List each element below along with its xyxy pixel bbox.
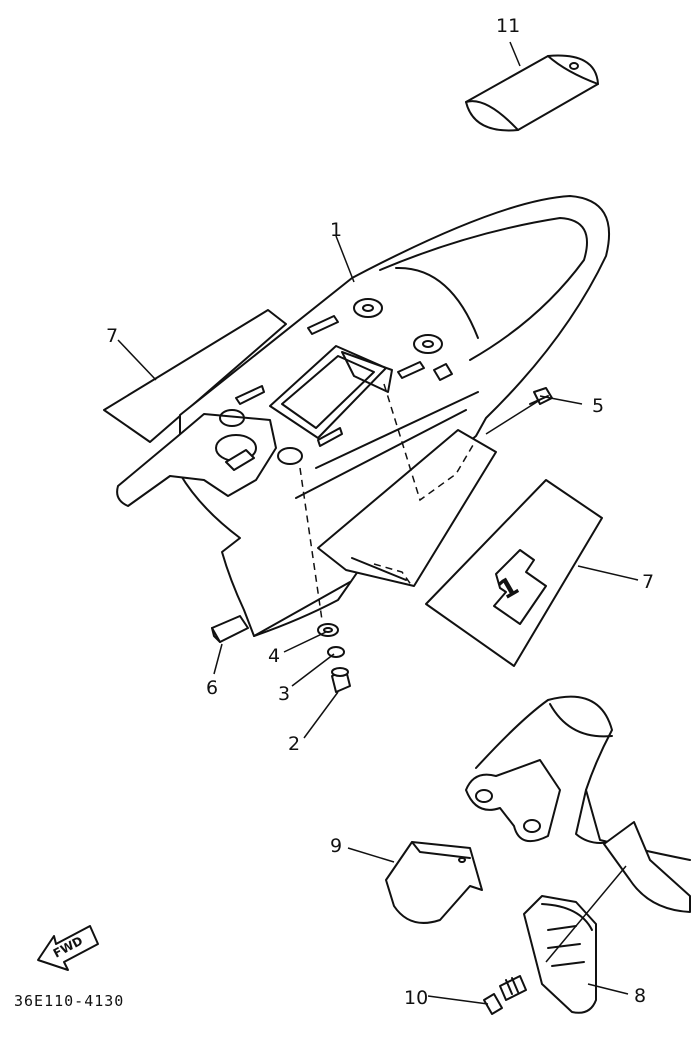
label-part-8: 8 xyxy=(634,985,646,1007)
part-7-left-decal xyxy=(103,309,287,443)
label-part-1: 1 xyxy=(330,219,342,241)
part-labels: 11 1 7 5 7 4 6 3 2 9 8 10 xyxy=(106,15,654,1009)
part-6-clip xyxy=(211,615,249,643)
label-part-9: 9 xyxy=(330,835,342,857)
label-part-3: 3 xyxy=(278,683,290,705)
label-part-5: 5 xyxy=(592,395,604,417)
fwd-arrow-icon: FWD xyxy=(37,925,99,971)
part-9-guard xyxy=(385,841,483,924)
part-7-right-decal: 1 xyxy=(425,479,603,667)
part-1-rear-fender xyxy=(116,195,611,637)
leader-lines xyxy=(117,41,639,1005)
label-part-7-left: 7 xyxy=(106,325,118,347)
catalog-code: 36E110-4130 xyxy=(14,992,124,1010)
frame-section xyxy=(465,695,691,913)
part-2-bolt xyxy=(331,667,351,693)
label-part-10: 10 xyxy=(404,987,428,1009)
label-part-4: 4 xyxy=(268,645,280,667)
label-part-6: 6 xyxy=(206,677,218,699)
part-3-washer xyxy=(327,646,345,658)
label-part-11: 11 xyxy=(496,15,520,37)
part-8-heel-plate xyxy=(523,895,597,1014)
label-part-2: 2 xyxy=(288,733,300,755)
part-11-cover xyxy=(465,54,599,132)
part-10-screw xyxy=(483,975,527,1015)
label-part-7-right: 7 xyxy=(642,571,654,593)
